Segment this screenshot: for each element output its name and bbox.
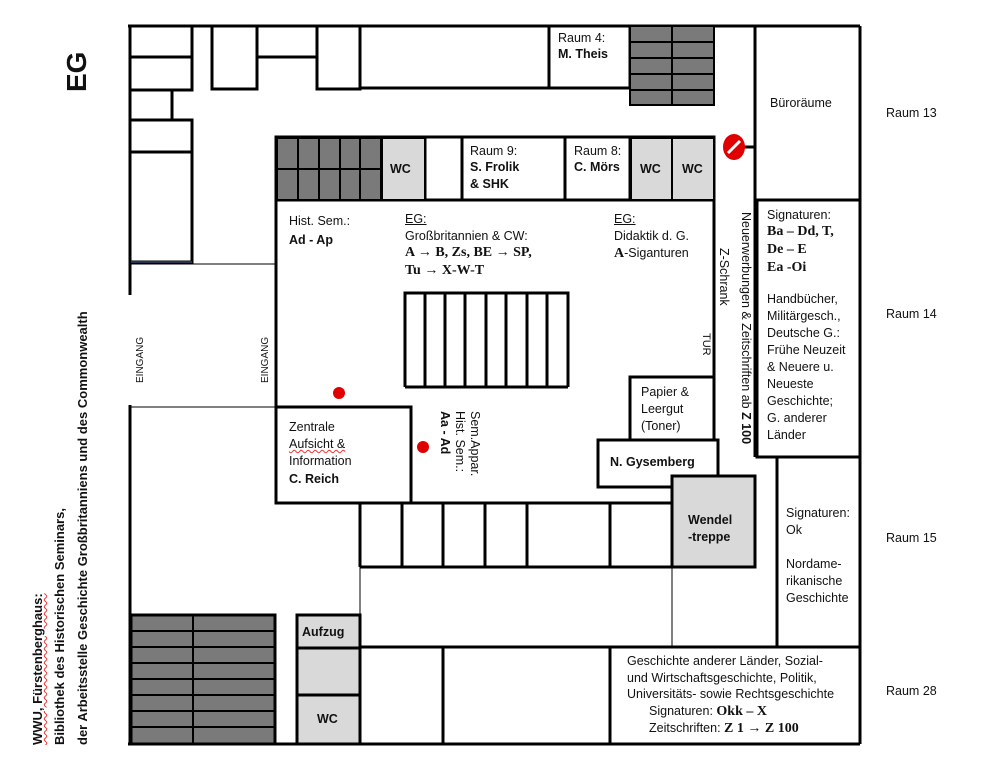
gb-signatures-2: Tu → X-W-T — [405, 263, 485, 278]
papier-label-3: (Toner) — [641, 419, 681, 433]
raum14-desc-4: Frühe Neuzeit — [767, 343, 846, 357]
raum14-desc-6: Neueste — [767, 377, 814, 391]
raum14-desc-2: Militärgesch., — [767, 309, 841, 323]
raum9-name: S. Frolik — [470, 160, 520, 174]
side-label-raum13: Raum 13 — [886, 106, 937, 120]
raum15-sig-label: Signaturen: — [786, 506, 850, 520]
aufzug-label: Aufzug — [302, 625, 345, 639]
side-label-raum14: Raum 14 — [886, 307, 937, 321]
hist-sem-signature: Ad - Ap — [289, 233, 333, 247]
wc-label: WC — [317, 712, 338, 726]
gb-label: Großbritannien & CW: — [405, 229, 528, 243]
hist-sem-label: Hist. Sem.: — [289, 214, 351, 228]
raum4-name: M. Theis — [558, 47, 609, 61]
gb-signatures-1: A → B, Zs, BE → SP, — [405, 245, 532, 260]
raum14-desc-5: & Neuere u. — [767, 360, 834, 374]
sem-appar-label-2: Hist. Sem.: — [453, 411, 467, 473]
side-label-raum15: Raum 15 — [886, 531, 937, 545]
side-label-raum28: Raum 28 — [886, 684, 937, 698]
raum15-sig: Ok — [786, 523, 802, 537]
door-label: TUR — [700, 333, 712, 356]
raum15-desc-1: Nordame- — [786, 557, 842, 571]
zentrale-label-2: Aufsicht & — [289, 437, 346, 451]
raum28-line-1: Geschichte anderer Länder, Sozial- — [627, 654, 823, 668]
raum9-name-2: & SHK — [470, 177, 509, 191]
title-line-1: WWU, Fürstenberghaus: — [30, 593, 45, 745]
raum4-label: Raum 4: — [558, 31, 606, 45]
raum28-line-3: Universitäts- sowie Rechtsgeschichte — [627, 687, 835, 701]
raum28-line-2: und Wirtschaftsgeschichte, Politik, — [627, 671, 817, 685]
raum14-sig-1: Ba – Dd, T, — [767, 224, 834, 239]
no-entry-icon — [723, 134, 745, 160]
gysemberg-name: N. Gysemberg — [610, 455, 695, 469]
wc-label: WC — [682, 162, 703, 176]
raum14-sig-2: De – E — [767, 242, 807, 257]
wendeltreppe-label-2: -treppe — [688, 530, 731, 544]
entrance-label: EINGANG — [260, 336, 271, 383]
didaktik-label: Didaktik d. G. — [614, 229, 690, 243]
raum9-label: Raum 9: — [470, 144, 518, 158]
floor-label: EG — [61, 51, 92, 92]
raum14-sig-3: Ea -Oi — [767, 260, 807, 275]
raum14-desc-8: G. anderer — [767, 411, 827, 425]
gb-floor: EG: — [405, 212, 427, 226]
staircase — [403, 291, 570, 389]
raum28-signatures: Signaturen: Okk – X — [649, 704, 767, 719]
bueroraeume-label: Büroräume — [770, 96, 832, 110]
wc-label: WC — [390, 162, 411, 176]
wendeltreppe-label: Wendel — [688, 513, 733, 527]
marker-dot — [333, 387, 345, 399]
didaktik-signatures: A-Siganturen — [614, 246, 689, 261]
raum14-desc-3: Deutsche G.: — [767, 326, 840, 340]
title-line-3: der Arbeitsstelle Geschichte Großbritann… — [75, 311, 90, 745]
zentrale-label-1: Zentrale — [289, 420, 335, 434]
raum8-name: C. Mörs — [574, 160, 620, 174]
raum15-desc-3: Geschichte — [786, 591, 849, 605]
zentrale-name: C. Reich — [289, 472, 340, 486]
raum14-desc-7: Geschichte; — [767, 394, 834, 408]
zentrale-label-3: Information — [289, 454, 352, 468]
raum14-desc-9: Länder — [767, 428, 806, 442]
sem-appar-signature: Aa - Ad — [438, 411, 452, 455]
raum28-journals: Zeitschriften: Z 1 → Z 100 — [649, 721, 799, 736]
raum14-sig-label: Signaturen: — [767, 208, 831, 222]
marker-dot — [417, 441, 429, 453]
wc-label: WC — [640, 162, 661, 176]
raum8-label: Raum 8: — [574, 144, 622, 158]
sem-appar-label: Sem.Appar. — [468, 411, 482, 477]
new-acquisitions-label: Neuerwerbungen & Zeitschriften ab Z 100 — [739, 212, 753, 445]
title-line-2: Bibliothek des Historischen Seminars, — [52, 508, 67, 745]
z-schrank-label: Z-Schrank — [717, 248, 731, 306]
entrance-label: EINGANG — [135, 336, 146, 383]
raum14-desc-1: Handbücher, — [767, 292, 838, 306]
papier-label-1: Papier & — [641, 385, 689, 399]
didaktik-floor: EG: — [614, 212, 636, 226]
papier-label-2: Leergut — [641, 402, 684, 416]
raum15-desc-2: rikanische — [786, 574, 843, 588]
